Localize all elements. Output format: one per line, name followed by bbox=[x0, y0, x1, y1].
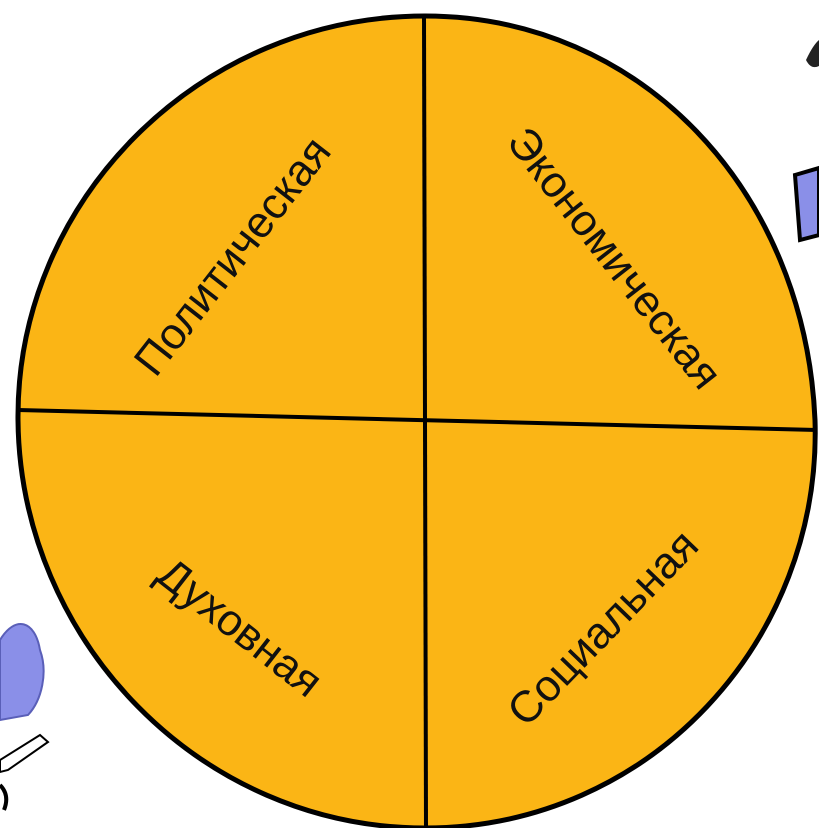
diagram-circle bbox=[15, 13, 818, 828]
circle-group bbox=[15, 13, 818, 828]
horizontal-divider bbox=[17, 408, 818, 432]
right-decoration bbox=[792, 40, 819, 243]
left-decoration bbox=[0, 623, 50, 811]
